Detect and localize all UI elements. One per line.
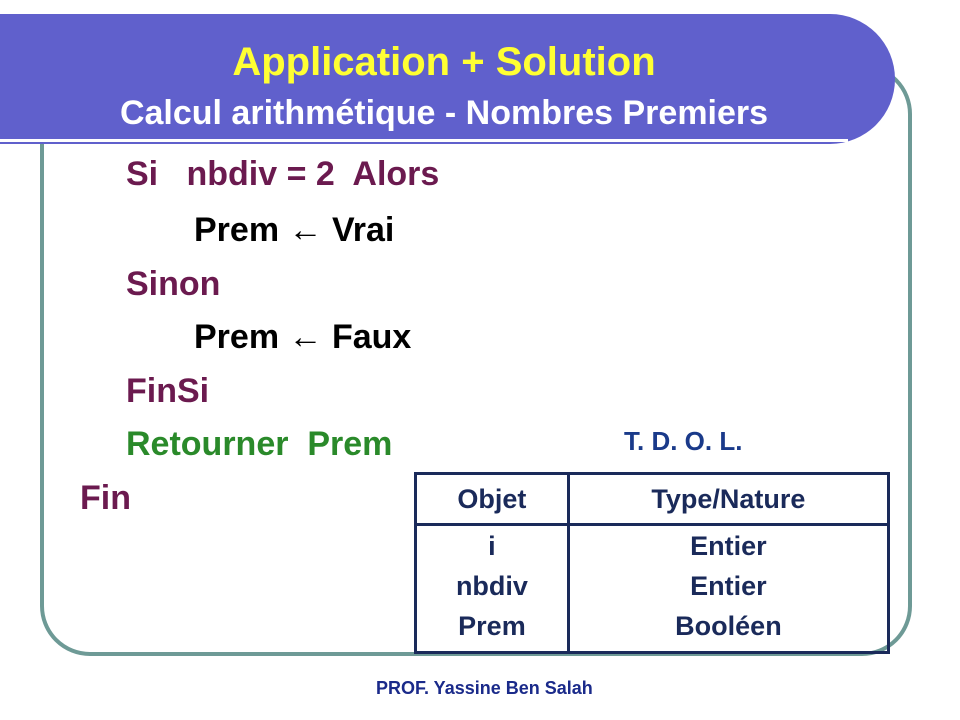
table-header-row: Objet Type/Nature <box>414 472 891 526</box>
code-line-prem-vrai: Prem ← Vrai <box>194 211 395 249</box>
table-row: i nbdiv Prem Entier Entier Booléen <box>414 523 891 654</box>
object-i: i <box>488 531 496 561</box>
slide-header: Application + Solution Calcul arithmétiq… <box>0 14 895 144</box>
objects-cell: i nbdiv Prem <box>414 523 570 654</box>
code-line-retourner: Retourner Prem <box>126 425 393 463</box>
type-i: Entier <box>690 531 767 561</box>
code-line-si: Si nbdiv = 2 Alors <box>126 155 440 193</box>
slide-subtitle: Calcul arithmétique - Nombres Premiers <box>119 94 769 132</box>
type-prem: Booléen <box>675 611 782 641</box>
code-line-prem-faux: Prem ← Faux <box>194 318 412 356</box>
header-underline <box>0 139 848 142</box>
object-nbdiv: nbdiv <box>455 571 528 601</box>
object-prem: Prem <box>458 611 526 641</box>
footer-author: PROF. Yassine Ben Salah <box>376 678 593 698</box>
table-header-type: Type/Nature <box>566 472 891 526</box>
types-cell: Entier Entier Booléen <box>566 523 891 654</box>
type-nbdiv: Entier <box>690 571 767 601</box>
table-header-objet: Objet <box>414 472 570 526</box>
code-line-sinon: Sinon <box>126 265 221 303</box>
tdol-table: Objet Type/Nature i nbdiv Prem Entier En… <box>414 472 891 654</box>
slide-title: Application + Solution <box>232 40 656 84</box>
tdol-title: T. D. O. L. <box>624 426 743 456</box>
code-line-finsi: FinSi <box>126 372 210 410</box>
code-line-fin: Fin <box>80 479 131 517</box>
